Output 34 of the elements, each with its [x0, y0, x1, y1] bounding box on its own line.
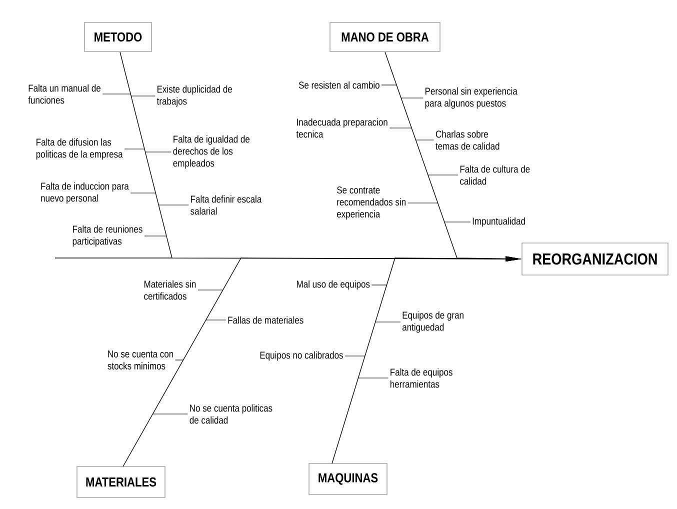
tick-line — [158, 204, 189, 206]
cause-label: Se resisten al cambio — [298, 81, 380, 89]
cause-label: Inadecuada preparacion tecnica — [296, 118, 388, 138]
tick-line — [408, 202, 438, 204]
cause-label: Falta de equipos herramientas — [390, 368, 452, 388]
cause-label: No se cuenta con stocks minimos — [108, 350, 174, 370]
tick-line — [124, 148, 145, 150]
effect-box: REORGANIZACION — [522, 242, 668, 276]
cause-label: Existe duplicidad de trabajos — [156, 85, 232, 107]
cause-label: Falta un manual de funciones — [28, 84, 100, 104]
cause-label: Charlas sobre temas de calidad — [436, 130, 500, 150]
cause-label: Falta de cultura de calidad — [460, 165, 530, 185]
cause-label: Equipos de gran antiguedad — [402, 311, 464, 333]
cause-label: Fallas de materiales — [228, 316, 304, 324]
cause-label: Materiales sin certificados — [144, 280, 196, 300]
cause-label: Falta de igualdad de derechos de los empleados — [173, 135, 250, 169]
tick-line — [371, 284, 387, 286]
cause-label: Falta definir escala salarial — [190, 195, 262, 215]
cause-label: Falta de induccion para nuevo personal — [41, 182, 129, 204]
category-box: METODO — [84, 22, 152, 52]
cause-label: Personal sin experiencia para algunos puestos — [425, 87, 518, 109]
cause-label: Impuntualidad — [472, 217, 525, 227]
cause-label: Mal uso de equipos — [296, 280, 370, 290]
cause-label: Se contrate recomendados sin experiencia — [337, 186, 406, 220]
tick-line — [381, 84, 397, 86]
category-box: MAQUINAS — [308, 463, 388, 495]
cause-label: No se cuenta politicas de calidad — [190, 404, 272, 424]
cause-label: Falta de difusion las politicas de la empresa — [36, 138, 123, 160]
cause-label: Falta de reuniones participativas — [72, 225, 142, 247]
cause-label: Equipos no calibrados — [260, 351, 343, 361]
category-box: MANO DE OBRA — [330, 22, 440, 52]
category-box: MATERIALES — [76, 466, 166, 498]
tick-line — [130, 192, 156, 194]
tick-line — [428, 174, 458, 176]
